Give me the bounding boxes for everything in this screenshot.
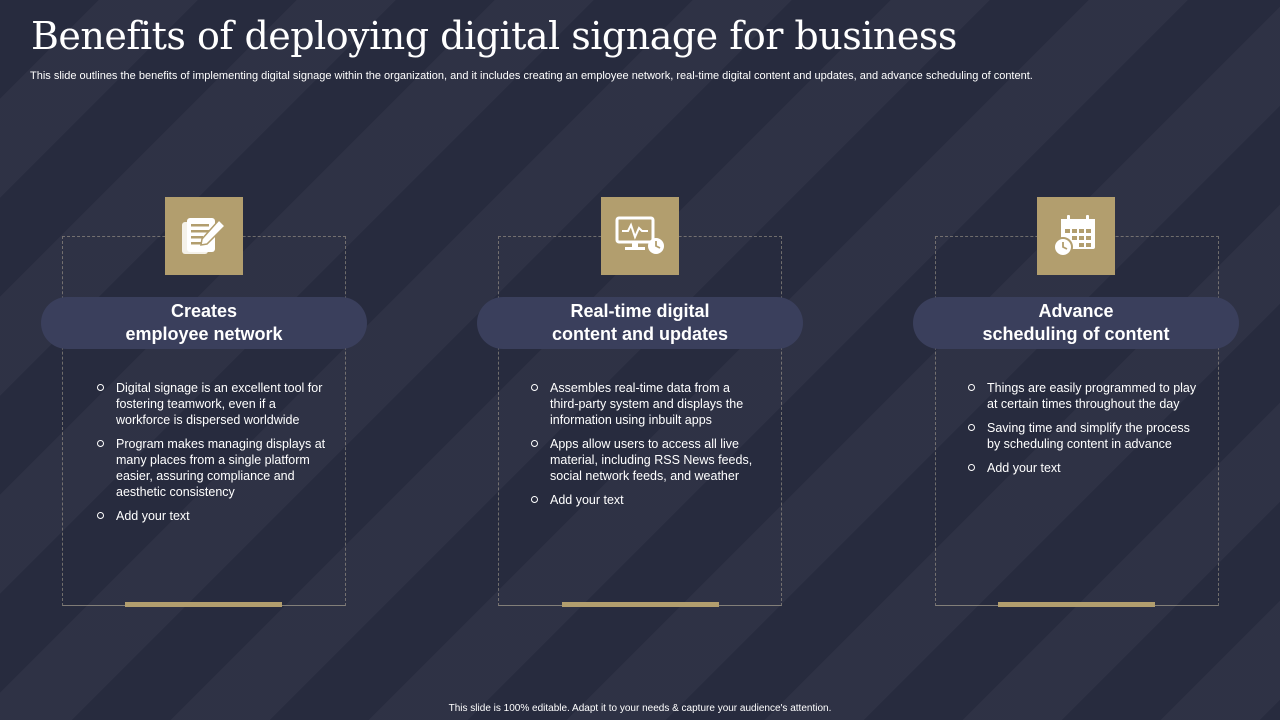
bullet-list-advance-scheduling: Things are easily programmed to play at … xyxy=(967,380,1197,484)
heading-line: scheduling of content xyxy=(982,324,1170,344)
list-item: Add your text xyxy=(967,460,1197,476)
icon-tile-employee-network xyxy=(165,197,243,275)
monitor-clock-icon xyxy=(615,216,664,254)
icon-tile-advance-scheduling xyxy=(1037,197,1115,275)
list-item: Digital signage is an excellent tool for… xyxy=(96,380,326,428)
slide-title: Benefits of deploying digital signage fo… xyxy=(31,14,957,58)
calendar-clock-icon xyxy=(1053,215,1095,257)
list-item: Saving time and simplify the process by … xyxy=(967,420,1197,452)
card-heading-employee-network: Creates employee network xyxy=(41,297,367,349)
list-item: Program makes managing displays at many … xyxy=(96,436,326,500)
accent-bar xyxy=(998,602,1155,607)
list-item: Add your text xyxy=(530,492,760,508)
icon-tile-real-time-content xyxy=(601,197,679,275)
bullet-list-employee-network: Digital signage is an excellent tool for… xyxy=(96,380,326,532)
card-heading-real-time-content: Real-time digital content and updates xyxy=(477,297,803,349)
notepad-pen-icon xyxy=(182,218,227,254)
slide-subtitle: This slide outlines the benefits of impl… xyxy=(30,70,1033,82)
heading-line: Real-time digital xyxy=(570,301,710,321)
heading-line: employee network xyxy=(125,324,283,344)
list-item: Assembles real-time data from a third-pa… xyxy=(530,380,760,428)
card-heading-advance-scheduling: Advance scheduling of content xyxy=(913,297,1239,349)
slide-footer: This slide is 100% editable. Adapt it to… xyxy=(448,703,832,714)
heading-line: Advance xyxy=(1038,301,1114,321)
accent-bar xyxy=(125,602,282,607)
bullet-list-real-time-content: Assembles real-time data from a third-pa… xyxy=(530,380,760,516)
list-item: Apps allow users to access all live mate… xyxy=(530,436,760,484)
list-item: Things are easily programmed to play at … xyxy=(967,380,1197,412)
accent-bar xyxy=(562,602,719,607)
heading-line: Creates xyxy=(170,301,238,321)
heading-line: content and updates xyxy=(551,324,728,344)
list-item: Add your text xyxy=(96,508,326,524)
